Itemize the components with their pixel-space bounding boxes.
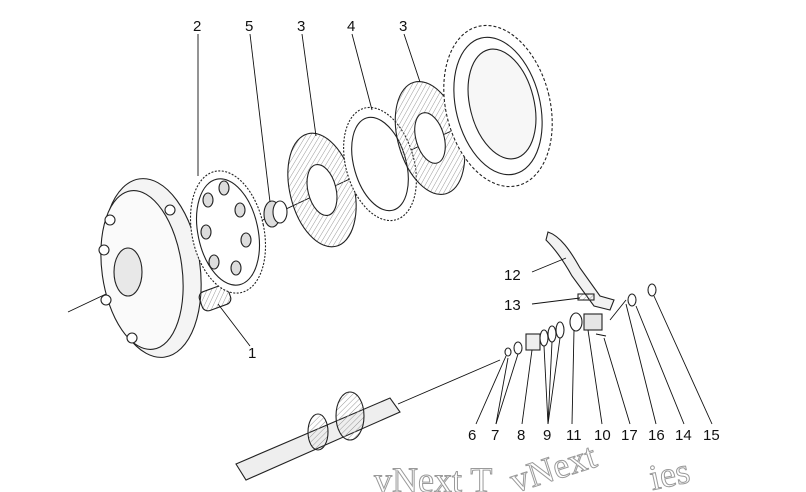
callout-9: 9 xyxy=(543,427,551,444)
callout-6: 6 xyxy=(468,427,476,444)
watermark-text-1: vNext T xyxy=(374,460,492,492)
callout-4: 4 xyxy=(347,18,355,35)
callout-14: 14 xyxy=(675,427,692,444)
flywheel xyxy=(98,178,202,358)
spring-part-13 xyxy=(577,293,595,301)
callout-12: 12 xyxy=(504,267,521,284)
main-shaft xyxy=(235,359,501,481)
callout-17: 17 xyxy=(621,427,638,444)
callout-3-left: 3 xyxy=(297,18,305,35)
callout-1: 1 xyxy=(248,345,256,362)
callout-13: 13 xyxy=(504,297,521,314)
watermark-text-3: ies xyxy=(646,450,693,492)
friction-disc-part-3a xyxy=(287,132,357,248)
small-parts xyxy=(504,283,657,357)
release-lever-part-12 xyxy=(545,231,615,311)
callout-8: 8 xyxy=(517,427,525,444)
spring-part-1 xyxy=(198,284,232,312)
toothed-plate-part-2 xyxy=(189,170,267,294)
callout-11: 11 xyxy=(566,427,582,444)
callout-10: 10 xyxy=(594,427,611,444)
callout-16: 16 xyxy=(648,427,665,444)
hub-part-5 xyxy=(263,200,288,228)
callout-3-right: 3 xyxy=(399,18,407,35)
leader-lines xyxy=(197,33,713,425)
callout-7: 7 xyxy=(491,427,499,444)
callout-2: 2 xyxy=(193,18,201,35)
ring-gear xyxy=(443,24,553,188)
callout-15: 15 xyxy=(703,427,720,444)
callout-5: 5 xyxy=(245,18,253,35)
